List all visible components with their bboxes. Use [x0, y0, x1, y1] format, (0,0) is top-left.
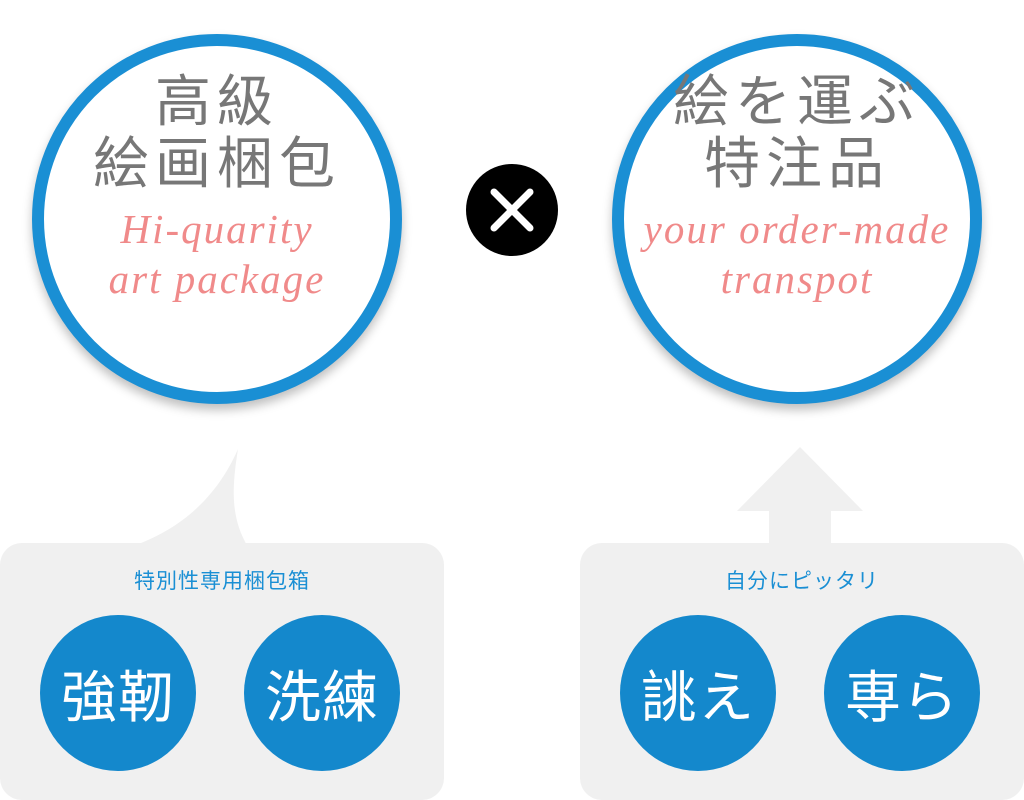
times-icon	[466, 164, 558, 256]
art-package-title: 高級 絵画梱包	[93, 72, 341, 196]
title-line-2: 絵画梱包	[93, 132, 341, 197]
subtitle-line-2: art package	[108, 256, 326, 302]
art-package-circle: 高級 絵画梱包 Hi-quarity art package	[32, 34, 402, 404]
right-panel-caption: 自分にピッタリ	[725, 569, 879, 593]
speech-bubble-tail	[130, 449, 248, 547]
order-made-subtitle: your order-made transpot	[644, 204, 951, 304]
title-line-2: 特注品	[704, 132, 890, 197]
subtitle-line-1: Hi-quarity	[120, 206, 314, 252]
subtitle-line-2: transpot	[720, 256, 874, 302]
order-made-circle: 絵を運ぶ 特注品 your order-made transpot	[612, 34, 982, 404]
title-line-1: 絵を運ぶ	[673, 70, 921, 135]
order-made-title: 絵を運ぶ 特注品	[673, 72, 921, 196]
right-feature-panel: 自分にピッタリ 誂え 専ら	[580, 543, 1024, 800]
keyword-badge-dedicated: 専ら	[824, 615, 980, 771]
keyword-badge-custom: 誂え	[620, 615, 776, 771]
left-panel-caption: 特別性専用梱包箱	[134, 569, 310, 593]
subtitle-line-1: your order-made	[643, 206, 951, 252]
left-feature-panel: 特別性専用梱包箱 強靭 洗練	[0, 543, 444, 800]
keyword-badge-refined: 洗練	[244, 615, 400, 771]
keyword-badge-strong: 強靭	[40, 615, 196, 771]
up-arrow-icon	[737, 447, 863, 547]
title-line-1: 高級	[155, 70, 279, 135]
art-package-subtitle: Hi-quarity art package	[109, 204, 326, 304]
